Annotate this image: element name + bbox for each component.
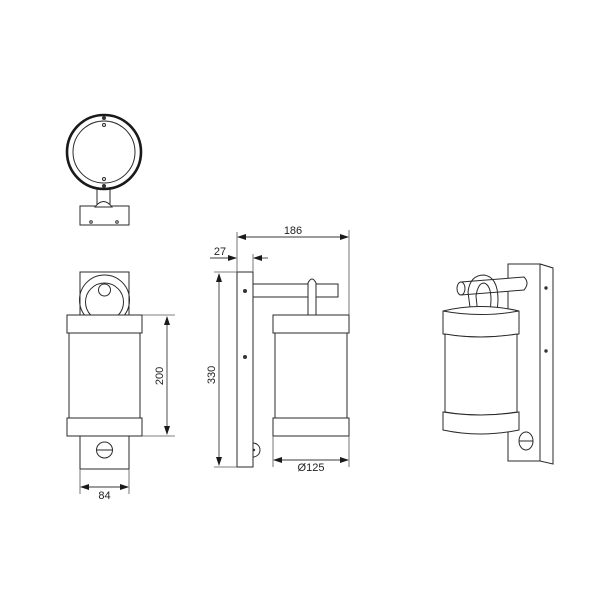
perspective-top-cap-rim bbox=[442, 310, 520, 315]
motion-sensor-icon bbox=[252, 442, 261, 458]
perspective-diffuser bbox=[444, 333, 518, 416]
top-view-base-plate bbox=[79, 205, 130, 226]
side-view-back-plate bbox=[236, 271, 254, 468]
top-view-stem-joint bbox=[93, 201, 114, 208]
dimension-label-27: 27 bbox=[214, 246, 226, 258]
dimension-label-186: 186 bbox=[284, 225, 302, 237]
front-view-arm-end bbox=[98, 283, 111, 297]
arrow-up-icon bbox=[164, 316, 170, 325]
arrow-up-icon bbox=[216, 273, 222, 282]
arrow-left-icon bbox=[273, 457, 282, 463]
perspective-view bbox=[442, 263, 554, 465]
screw-icon bbox=[544, 349, 548, 353]
arrow-right-icon bbox=[340, 234, 349, 240]
dimension-label-200: 200 bbox=[154, 367, 166, 385]
top-view bbox=[65, 113, 143, 226]
side-view-diffuser bbox=[274, 332, 348, 419]
screw-icon bbox=[102, 177, 106, 181]
screw-icon bbox=[115, 220, 119, 224]
arrow-down-icon bbox=[216, 457, 222, 466]
screw-icon bbox=[243, 289, 247, 293]
side-view-hook-post bbox=[307, 278, 317, 316]
screw-icon bbox=[89, 220, 93, 224]
arrow-right-icon bbox=[228, 255, 237, 261]
side-view: 186 27 330 Ø125 bbox=[206, 225, 350, 474]
dimension-label-diameter: Ø125 bbox=[298, 462, 325, 474]
perspective-top-cap bbox=[442, 306, 520, 338]
screw-icon bbox=[243, 355, 247, 359]
arrow-right-icon bbox=[120, 484, 129, 490]
arrow-right-icon bbox=[340, 457, 349, 463]
front-view-diffuser bbox=[68, 332, 141, 419]
arrow-left-icon bbox=[253, 255, 262, 261]
front-view-top-cap bbox=[66, 314, 143, 334]
arrow-left-icon bbox=[80, 484, 89, 490]
top-view-inner-ring bbox=[72, 120, 136, 184]
perspective-hoop-inner bbox=[475, 282, 492, 316]
side-view-bottom-cap bbox=[272, 417, 350, 437]
dimension-label-330: 330 bbox=[206, 366, 218, 384]
front-view-bottom-cap bbox=[66, 417, 143, 437]
perspective-hoop-outer bbox=[467, 274, 499, 316]
dimension-label-84: 84 bbox=[98, 490, 110, 502]
screw-icon bbox=[102, 123, 106, 127]
front-view-back-plate-bottom bbox=[79, 435, 130, 470]
screw-icon bbox=[102, 116, 106, 120]
arrow-down-icon bbox=[164, 426, 170, 435]
perspective-arm-end bbox=[456, 281, 466, 296]
side-view-arm bbox=[252, 283, 339, 298]
arrow-left-icon bbox=[237, 234, 246, 240]
perspective-bottom-cap bbox=[442, 411, 520, 435]
perspective-plate-side bbox=[539, 263, 554, 465]
top-view-outer-ring bbox=[65, 113, 143, 191]
screw-icon bbox=[102, 184, 106, 188]
screw-icon bbox=[544, 286, 548, 290]
side-view-top-cap bbox=[272, 314, 350, 334]
front-view: 200 84 bbox=[66, 271, 175, 502]
motion-sensor-dot bbox=[252, 448, 256, 452]
